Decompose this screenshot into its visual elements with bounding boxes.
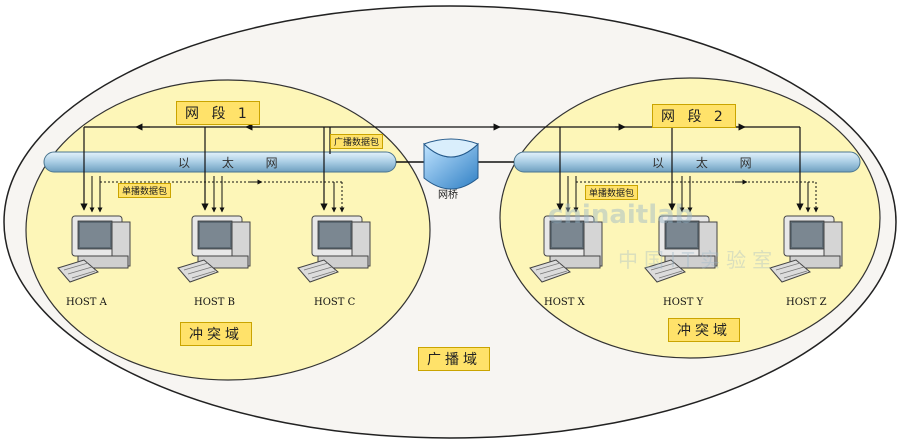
- watermark-subtitle: 中国IT实验室: [618, 248, 779, 272]
- host-b-label: HOST B: [194, 297, 235, 308]
- watermark-brand: chinaitlab: [548, 200, 694, 230]
- host-a-computer-icon: [57, 215, 131, 283]
- broadcast-packet-label: 广播数据包: [330, 134, 384, 149]
- segment-2-label: 网 段 2: [652, 104, 736, 128]
- ethernet-label-2: 以 太 网: [652, 156, 766, 170]
- bridge-label: 网桥: [438, 190, 458, 201]
- host-x-computer-icon: [529, 215, 603, 283]
- host-y-computer-icon: [644, 215, 718, 283]
- host-b-computer-icon: [177, 215, 251, 283]
- host-z-label: HOST Z: [786, 297, 827, 308]
- unicast-packet-label-2: 单播数据包: [585, 185, 639, 200]
- segment-1-label: 网 段 1: [176, 101, 260, 125]
- ethernet-label-1: 以 太 网: [178, 156, 292, 170]
- host-c-label: HOST C: [314, 297, 356, 308]
- host-z-computer-icon: [769, 215, 843, 283]
- bridge-icon: [423, 138, 479, 190]
- collision-domain-2-label: 冲突域: [668, 318, 740, 342]
- host-c-computer-icon: [297, 215, 371, 283]
- unicast-flow-2: [565, 176, 819, 213]
- collision-domain-1-label: 冲突域: [180, 322, 252, 346]
- unicast-flow-1: [89, 176, 345, 213]
- host-y-label: HOST Y: [663, 297, 704, 308]
- unicast-packet-label-1: 单播数据包: [118, 183, 172, 198]
- broadcast-domain-label: 广播域: [418, 347, 490, 371]
- host-a-label: HOST A: [66, 297, 107, 308]
- host-x-label: HOST X: [544, 297, 585, 308]
